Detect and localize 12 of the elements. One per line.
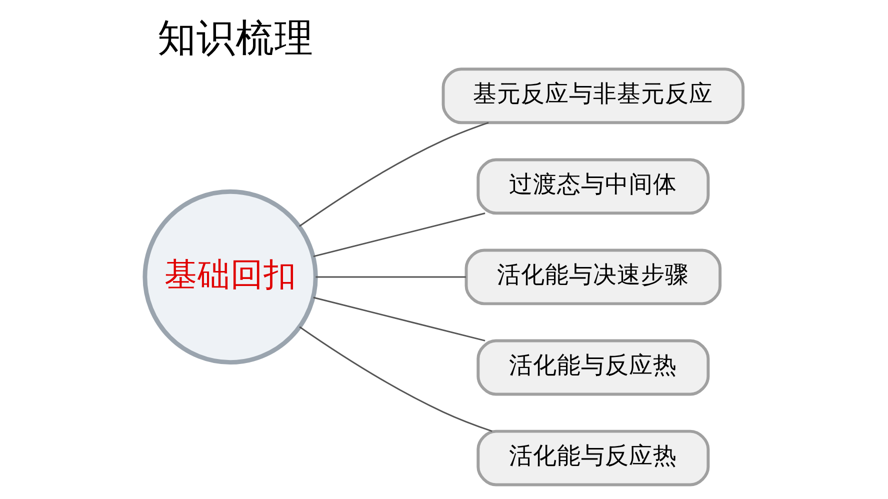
diagram-title: 知识梳理: [157, 16, 314, 62]
connector: [316, 276, 466, 278]
node-box: 活化能与反应热: [476, 430, 710, 486]
node-box: 活化能与决速步骤: [464, 248, 722, 306]
connector: [313, 296, 486, 342]
node-box: 基元反应与非基元反应: [442, 68, 745, 124]
connector: [298, 122, 489, 227]
node-box: 活化能与反应热: [476, 339, 710, 396]
connector: [299, 326, 492, 432]
node-circle: 基础回扣: [142, 189, 318, 365]
connector: [313, 212, 486, 258]
node-box: 过渡态与中间体: [476, 158, 710, 215]
